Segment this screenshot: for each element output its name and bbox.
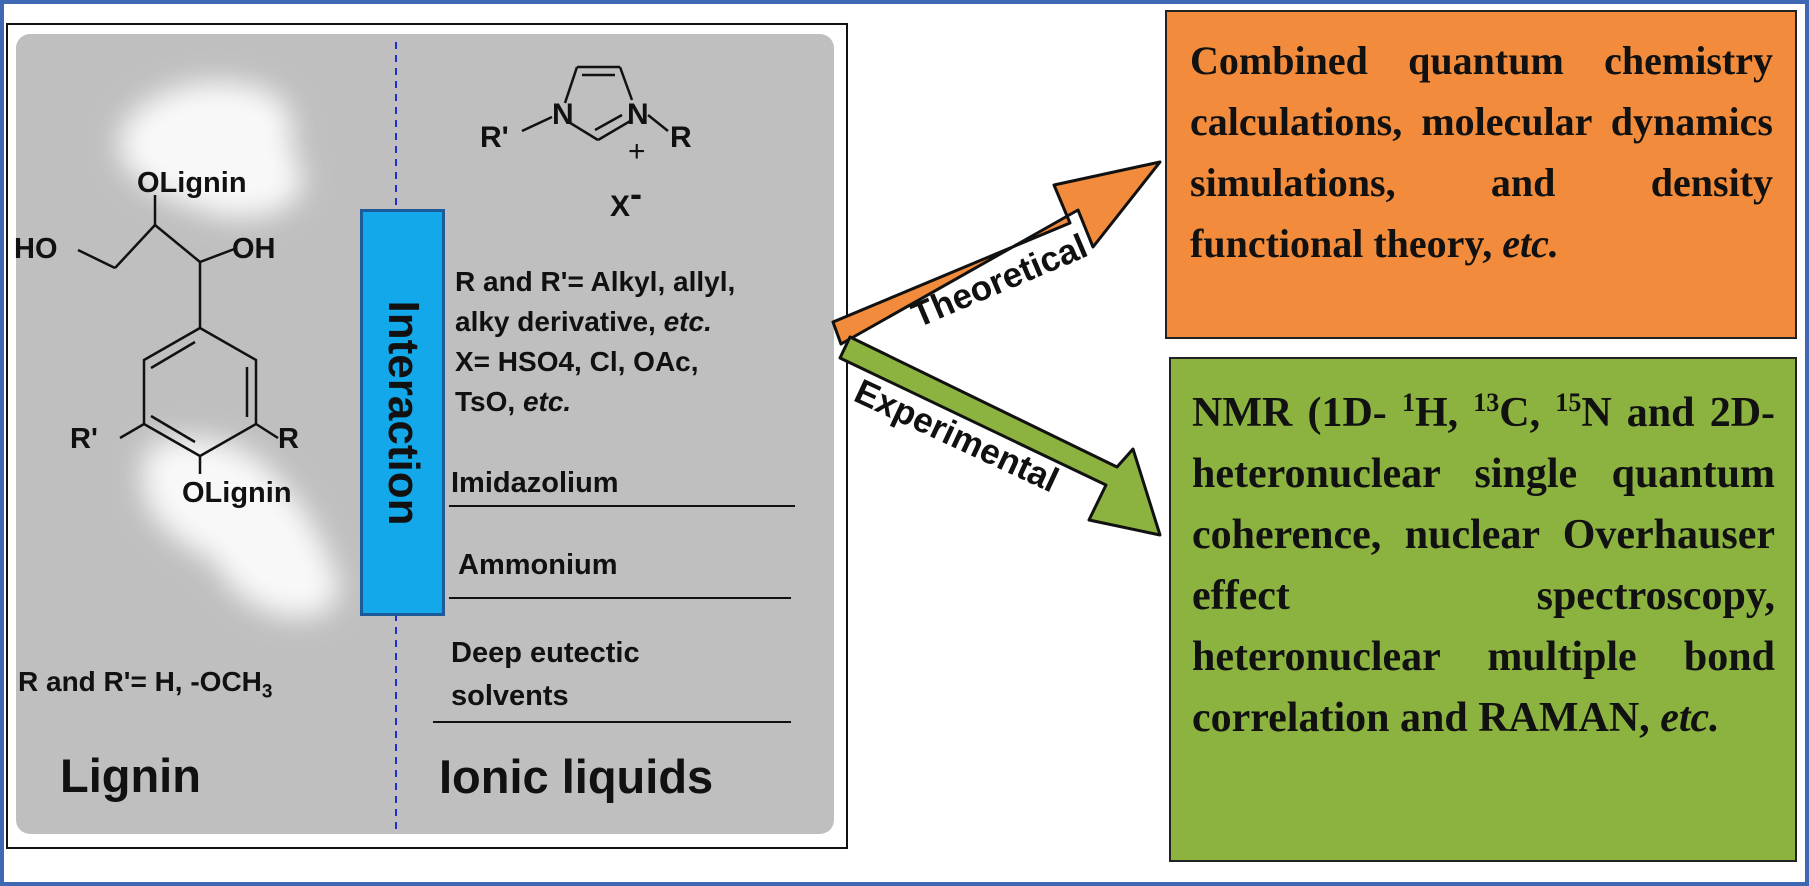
cation-n-right: N [627,98,649,131]
exp-sup-13: 13 [1473,388,1500,417]
theoretical-arrow [831,160,1162,346]
r-definition-etc: etc. [663,306,712,337]
cation-r: R [670,121,692,154]
cation-r-prime: R' [480,121,509,154]
exp-text-etc: etc. [1660,695,1720,741]
anion-label: X- [610,173,642,223]
exp-text-part-4: N and 2D- heteronuclear single quantum c… [1192,390,1776,741]
r-label: R [278,423,299,455]
il-type-des-line-2: solvents [451,680,569,712]
lignin-substituents: R and R'= H, -OCH3 [18,666,273,703]
experimental-arrow [838,335,1162,537]
x-definition-etc: etc. [522,386,572,417]
il-type-des: Deep eutectic solvents [451,632,640,718]
interaction-bar: Interaction [360,209,445,616]
il-type-imidazolium: Imidazolium [451,467,619,499]
exp-text-part-2: H, [1414,390,1459,436]
experimental-methods-text: NMR (1D- 1H, 13C, 15N and 2D- heteronucl… [1192,372,1775,749]
lignin-title: Lignin [60,749,201,802]
lignin-bonds [77,195,279,474]
x-definition-line-1: X= HSO4, Cl, OAc, [455,346,699,377]
r-definition-line-1: R and R'= Alkyl, allyl, [455,266,736,297]
imidazolium-ring [521,65,669,142]
theoretical-methods-text: Combined quantum chemistry calculations,… [1190,30,1773,274]
exp-sup-1: 1 [1401,388,1415,417]
exp-sup-15: 15 [1555,388,1582,417]
anion-charge: - [630,173,642,214]
glow-cloud-bottom [142,438,340,618]
cation-substituent-definitions: R and R'= Alkyl, allyl, alky derivative,… [455,262,735,422]
il-type-divider-3 [433,721,791,723]
theoretical-methods-box: Combined quantum chemistry calculations,… [1165,10,1797,339]
oh-label: OH [232,233,276,265]
r-definition-line-2: alky derivative, [455,306,656,337]
imidazolium-structure: R' N N R + X- [480,65,692,223]
cation-n-left: N [552,98,574,131]
anion-symbol: X [610,190,630,223]
cation-charge: + [628,135,646,168]
olignin-bottom-label: OLignin [182,477,292,509]
lignin-structure: OLignin HO OH R' R OLignin [14,82,340,618]
il-type-divider-2 [449,597,791,599]
olignin-top-label: OLignin [137,167,247,199]
exp-text-part-1: NMR (1D- [1192,390,1387,436]
lignin-substituents-subscript: 3 [261,681,273,703]
ho-label: HO [14,233,58,265]
x-definition-line-2: TsO, [455,386,516,417]
theoretical-methods-etc: etc. [1502,221,1559,266]
il-type-des-line-1: Deep eutectic [451,637,640,669]
il-type-ammonium: Ammonium [458,549,618,581]
experimental-methods-box: NMR (1D- 1H, 13C, 15N and 2D- heteronucl… [1169,357,1797,862]
glow-cloud-top [118,82,303,218]
il-type-divider-1 [449,505,795,507]
exp-text-part-3: C, [1499,390,1541,436]
ionic-liquids-title: Ionic liquids [439,750,714,803]
r-prime-label: R' [70,423,98,455]
theoretical-methods-body: Combined quantum chemistry calculations,… [1190,38,1773,266]
